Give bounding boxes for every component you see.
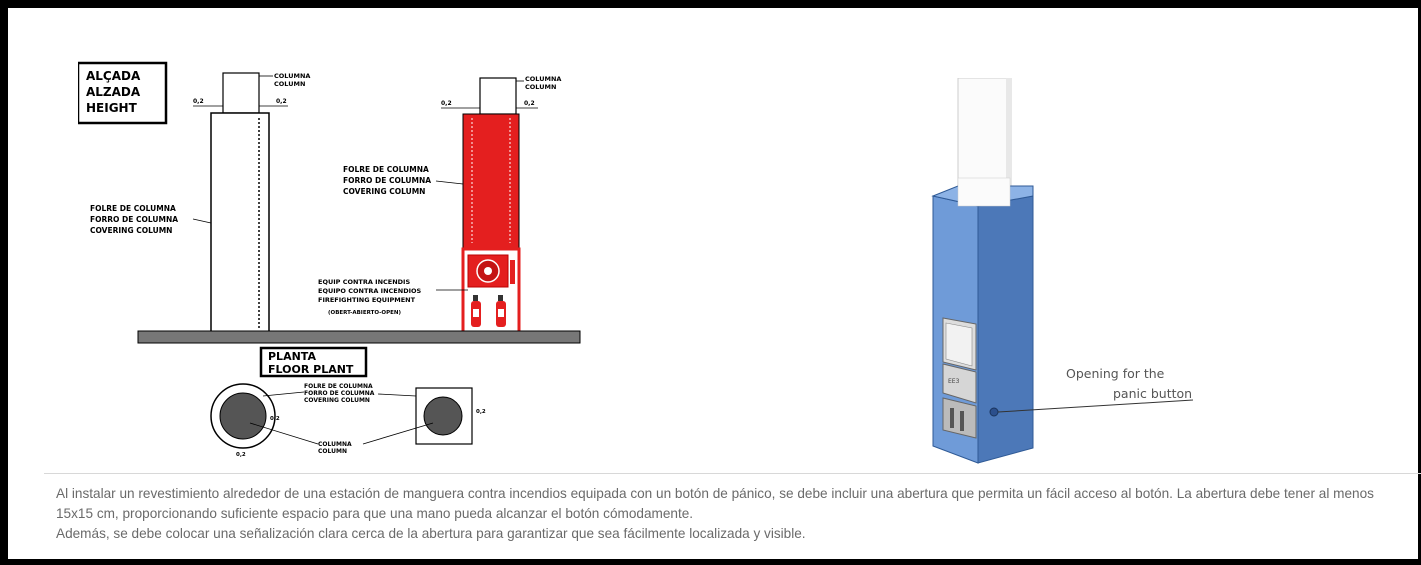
plan-column-label: COLUMNA bbox=[318, 441, 352, 448]
column-label: COLUMN bbox=[274, 80, 305, 88]
opening-label: Opening for the bbox=[1066, 366, 1165, 381]
elevation-title-line: HEIGHT bbox=[86, 101, 138, 115]
plan-title-line: FLOOR PLANT bbox=[268, 363, 354, 376]
gap-value: 0,2 bbox=[270, 416, 280, 422]
panic-button-opening bbox=[989, 399, 1194, 417]
elevation-title-box: ALÇADA ALZADA HEIGHT bbox=[78, 61, 168, 125]
red-column-elevation: COLUMNA COLUMN 0,2 0,2 FOLRE DE COLUMNA … bbox=[318, 75, 561, 335]
opening-label: panic button bbox=[1113, 386, 1192, 401]
elevation-title-line: ALZADA bbox=[86, 85, 141, 99]
covering-label: FOLRE DE COLUMNA bbox=[90, 204, 176, 213]
ground-line bbox=[137, 330, 581, 344]
caption-paragraph: Al instalar un revestimiento alrededor d… bbox=[56, 486, 1374, 521]
plan-covering-label: FORRO DE COLUMNA bbox=[304, 390, 375, 397]
equipment-cabinet: EE3 bbox=[942, 317, 977, 439]
covering-label: FORRO DE COLUMNA bbox=[90, 215, 178, 224]
plan-covering-label: COVERING COLUMN bbox=[304, 397, 370, 404]
caption-paragraph: Además, se debe colocar una señalización… bbox=[56, 526, 806, 541]
column-label: COLUMN bbox=[525, 83, 556, 91]
column-label: COLUMNA bbox=[274, 72, 310, 80]
panel-text: EE3 bbox=[948, 378, 960, 385]
gap-value: 0,2 bbox=[276, 98, 287, 105]
covering-label: COVERING COLUMN bbox=[343, 187, 425, 196]
plan-round-column: 0,2 0,2 bbox=[210, 383, 280, 458]
extinguisher-icon bbox=[471, 295, 481, 327]
covering-label: FORRO DE COLUMNA bbox=[343, 176, 431, 185]
gap-value: 0,2 bbox=[524, 100, 535, 107]
plan-title-line: PLANTA bbox=[268, 350, 316, 363]
column-label: COLUMNA bbox=[525, 75, 561, 83]
plan-column-label: COLUMN bbox=[318, 448, 347, 455]
gap-value: 0,2 bbox=[441, 100, 452, 107]
gap-value: 0,2 bbox=[193, 98, 204, 105]
equipment-label: EQUIPO CONTRA INCENDIOS bbox=[318, 287, 422, 295]
equipment-label: FIREFIGHTING EQUIPMENT bbox=[318, 296, 416, 304]
elevation-title-line: ALÇADA bbox=[86, 69, 141, 83]
plan-square-column: 0,2 bbox=[415, 387, 486, 445]
covering-label: FOLRE DE COLUMNA bbox=[343, 165, 429, 174]
open-label: (OBERT-ABIERTO-OPEN) bbox=[328, 310, 401, 316]
plan-title-box: PLANTA FLOOR PLANT bbox=[259, 346, 368, 378]
extinguisher-icon bbox=[496, 295, 506, 327]
gap-value: 0,2 bbox=[236, 452, 246, 458]
covering-render: EE3 Opening for the panic button bbox=[931, 78, 1194, 464]
gap-value: 0,2 bbox=[476, 409, 486, 415]
technical-drawing: ALÇADA ALZADA HEIGHT COLUMNA COLUMN 0,2 … bbox=[78, 61, 581, 458]
caption-text: Al instalar un revestimiento alrededor d… bbox=[44, 473, 1421, 565]
plan-covering-label: FOLRE DE COLUMNA bbox=[304, 383, 373, 390]
covering-label: COVERING COLUMN bbox=[90, 226, 172, 235]
equipment-label: EQUIP CONTRA INCENDIS bbox=[318, 278, 410, 286]
